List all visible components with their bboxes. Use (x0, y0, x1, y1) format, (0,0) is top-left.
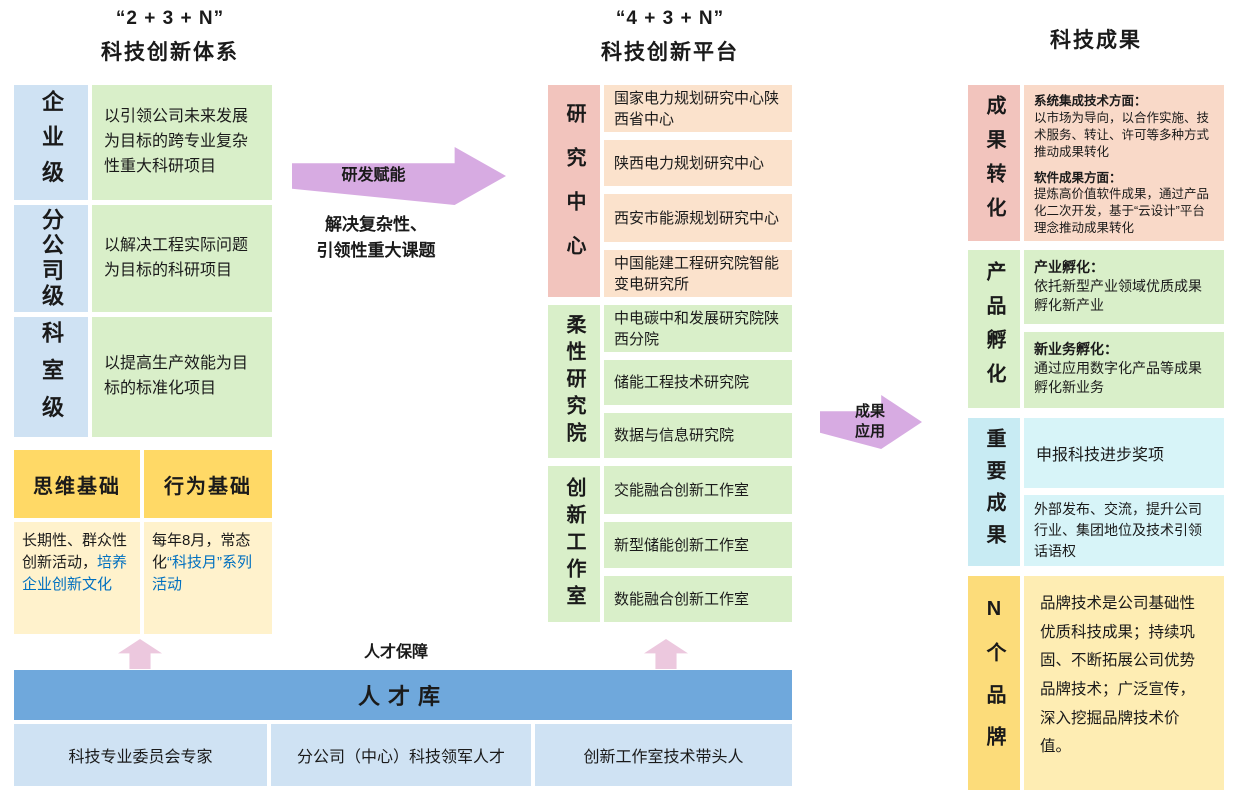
left-column-title: “2 + 3 + N” 科技创新体系 (40, 8, 300, 66)
group-label-brands: N个品牌 (968, 576, 1020, 790)
incubation-cell-industry: 产业孵化： 依托新型产业领域优质成果孵化新产业 (1024, 250, 1224, 324)
level-desc-enterprise: 以引领公司未来发展为目标的跨专业复杂性重大科研项目 (92, 85, 272, 200)
foundation-behavior-plain: 每年8月，常态化 (152, 532, 251, 571)
talent-pool-bar: 人才库 (14, 670, 792, 720)
apply-arrow-label: 成果 应用 (830, 395, 910, 449)
talent-pool-cell-studio-heads: 创新工作室技术带头人 (535, 724, 792, 786)
left-title-line2: 科技创新体系 (101, 41, 239, 64)
center-column-title: “4 + 3 + N” 科技创新平台 (540, 8, 800, 66)
important-cell-award: 申报科技进步奖项 (1024, 418, 1224, 488)
research-center-item: 国家电力规划研究中心陕西省中心 (604, 85, 792, 132)
group-label-important: 重要成果 (968, 418, 1020, 566)
right-column-title: 科技成果 (968, 24, 1224, 54)
innovation-studio-item: 交能融合创新工作室 (604, 466, 792, 514)
rd-arrow-label: 研发赋能 (341, 167, 406, 185)
flex-institute-item: 中电碳中和发展研究院陕西分院 (604, 305, 792, 352)
level-desc-branch: 以解决工程实际问题为目标的科研项目 (92, 205, 272, 312)
right-title: 科技成果 (1050, 29, 1142, 52)
left-title-line1: “2 + 3 + N” (115, 8, 225, 29)
research-center-item: 中国能建工程研究院智能变电研究所 (604, 250, 792, 297)
group-label-flex-institute-text: 柔性研究院 (563, 314, 585, 449)
group-label-innovation-studio-text: 创新工作室 (563, 476, 585, 612)
foundation-behavior-highlight: “科技月”系列活动 (152, 553, 253, 593)
talent-pool-cell-leaders: 分公司（中心）科技领军人才 (271, 724, 531, 786)
transformation-content: 系统集成技术方面： 以市场为导向，以合作实施、技术服务、转让、许可等多种方式推动… (1024, 85, 1224, 241)
talent-up-arrow-left-icon (118, 639, 162, 669)
important-cell-influence: 外部发布、交流，提升公司行业、集团地位及技术引领话语权 (1024, 495, 1224, 566)
transformation-p1-heading: 系统集成技术方面： (1034, 94, 1147, 108)
foundation-header-thinking: 思维基础 (14, 450, 140, 518)
group-label-transformation: 成果转化 (968, 85, 1020, 241)
innovation-studio-item: 数能融合创新工作室 (604, 576, 792, 622)
incubation-c2-heading: 新业务孵化： (1034, 341, 1118, 357)
talent-guarantee-label: 人才保障 (363, 644, 428, 661)
incubation-c1-body: 依托新型产业领域优质成果孵化新产业 (1034, 277, 1202, 313)
foundation-body-behavior: 每年8月，常态化“科技月”系列活动 (144, 522, 272, 634)
group-label-flex-institute: 柔性研究院 (548, 305, 600, 458)
transformation-p2-heading: 软件成果方面： (1034, 170, 1122, 185)
rd-note: 解决复杂性、 引领性重大课题 (278, 212, 474, 265)
group-label-research-center-text: 研究中心 (563, 103, 585, 279)
foundation-body-thinking: 长期性、群众性创新活动，培养企业创新文化 (14, 522, 140, 634)
group-label-incubation-text: 产品孵化 (983, 261, 1005, 397)
level-desc-department: 以提高生产效能为目标的标准化项目 (92, 317, 272, 437)
apply-arrow-line1: 成果 (854, 402, 885, 420)
brands-content: 品牌技术是公司基础性优质科技成果；持续巩固、不断拓展公司优势品牌技术；广泛宣传，… (1024, 576, 1224, 790)
talent-pool-cell-experts: 科技专业委员会专家 (14, 724, 267, 786)
flex-institute-item: 数据与信息研究院 (604, 413, 792, 458)
incubation-c2-body: 通过应用数字化产品等成果孵化新业务 (1034, 359, 1202, 395)
level-label-department-text: 科室级 (39, 320, 64, 434)
foundation-thinking-plain: 长期性、群众性创新活动， (22, 532, 128, 571)
incubation-c1-heading: 产业孵化： (1034, 259, 1104, 275)
group-label-research-center: 研究中心 (548, 85, 600, 297)
innovation-studio-item: 新型储能创新工作室 (604, 522, 792, 568)
level-label-department: 科室级 (14, 317, 88, 437)
research-center-item: 西安市能源规划研究中心 (604, 194, 792, 242)
center-title-line2: 科技创新平台 (601, 41, 739, 64)
center-title-line1: “4 + 3 + N” (615, 8, 725, 29)
foundation-thinking-highlight: 培养企业创新文化 (22, 553, 128, 593)
rd-note-line1: 解决复杂性、 (325, 215, 427, 234)
level-label-branch-text: 分公司级 (39, 207, 64, 310)
group-label-brands-text: N个品牌 (983, 598, 1005, 768)
research-center-item: 陕西电力规划研究中心 (604, 140, 792, 186)
group-label-transformation-text: 成果转化 (983, 95, 1005, 231)
group-label-innovation-studio: 创新工作室 (548, 466, 600, 622)
incubation-cell-newbiz: 新业务孵化： 通过应用数字化产品等成果孵化新业务 (1024, 332, 1224, 408)
level-label-enterprise: 企业级 (14, 85, 88, 200)
flex-institute-item: 储能工程技术研究院 (604, 360, 792, 405)
level-label-branch: 分公司级 (14, 205, 88, 312)
talent-up-arrow-center-icon (644, 639, 688, 669)
transformation-p1-body: 以市场为导向，以合作实施、技术服务、转让、许可等多种方式推动成果转化 (1034, 110, 1210, 159)
group-label-incubation: 产品孵化 (968, 250, 1020, 408)
transformation-p2-body: 提炼高价值软件成果，通过产品化二次开发，基于“云设计”平台理念推动成果转化 (1034, 187, 1210, 236)
rd-note-line2: 引领性重大课题 (316, 241, 436, 261)
foundation-header-behavior: 行为基础 (144, 450, 272, 518)
level-label-enterprise-text: 企业级 (39, 89, 64, 196)
group-label-important-text: 重要成果 (983, 428, 1005, 556)
apply-arrow-line2: 应用 (854, 423, 885, 440)
